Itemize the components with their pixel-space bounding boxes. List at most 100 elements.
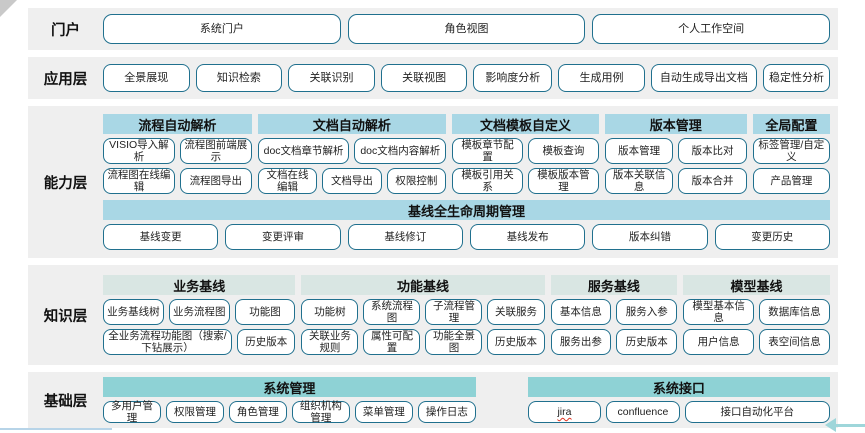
left-arrow-head-icon [825,418,836,432]
portal-button[interactable]: 角色视图 [347,14,586,44]
group-header: 流程自动解析 [103,114,252,134]
knowledge-button[interactable]: 关联服务 [487,299,545,325]
system-interface-button[interactable]: jira [527,401,602,423]
system-mgmt-button[interactable]: 多用户管理 [103,400,161,424]
capability-group-version-mgmt: 版本管理 版本管理版本比对 版本关联信息版本合并 [604,114,747,194]
application-button[interactable]: 稳定性分析 [763,64,831,92]
layer-capability: 能力层 流程自动解析 VISIO导入解析流程图前端展示 流程图在线编辑流程图导出… [28,106,838,258]
group-header: 全局配置 [752,114,831,134]
knowledge-button[interactable]: 子流程管理 [425,299,483,325]
portal-buttons: 系统门户角色视图个人工作空间 [103,14,831,44]
knowledge-group-service-baseline: 服务基线 基本信息服务入参 服务出参历史版本 [550,275,678,355]
portal-button[interactable]: 系统门户 [103,14,341,44]
baseline-button[interactable]: 基线发布 [469,224,586,250]
capability-button[interactable]: 版本比对 [678,138,747,164]
system-mgmt-button[interactable]: 菜单管理 [354,401,413,423]
application-buttons: 全景展现知识检索关联识别关联视图影响度分析生成用例自动生成导出文档稳定性分析 [103,64,831,92]
knowledge-button[interactable]: 表空间信息 [759,329,830,355]
architecture-diagram: 门户 系统门户角色视图个人工作空间 应用层 全景展现知识检索关联识别关联视图影响… [28,8,838,428]
knowledge-button[interactable]: 基本信息 [550,299,612,325]
group-header: 系统接口 [527,377,830,397]
knowledge-group-function-baseline: 功能基线 功能树系统流程图子流程管理关联服务 关联业务规则属性可配置功能全景图历… [301,275,545,355]
capability-button[interactable]: 模板查询 [528,138,599,164]
bottom-left-line-decoration [0,428,112,430]
application-button[interactable]: 知识检索 [195,64,283,92]
system-mgmt-button[interactable]: 角色管理 [228,401,287,423]
application-button[interactable]: 全景展现 [103,64,190,92]
group-header: 服务基线 [550,275,678,295]
system-interface-button[interactable]: 接口自动化平台 [684,401,830,423]
application-button[interactable]: 影响度分析 [473,64,553,92]
system-interface-button[interactable]: confluence [606,401,680,423]
capability-button[interactable]: doc文档章节解析 [257,138,350,164]
left-arrow-decoration [833,424,865,427]
capability-button[interactable]: VISIO导入解析 [103,138,175,164]
system-mgmt-button[interactable]: 权限管理 [165,401,224,423]
group-header: 文档自动解析 [257,114,447,134]
base-group-system-mgmt: 系统管理 多用户管理权限管理角色管理组织机构管理菜单管理操作日志 [103,377,476,424]
baseline-button[interactable]: 基线修订 [347,224,463,250]
baseline-button[interactable]: 变更评审 [225,224,341,250]
capability-button[interactable]: 流程图在线编辑 [103,168,175,194]
capability-button[interactable]: 标签管理/自定义 [752,138,831,164]
base-groups: 系统管理 多用户管理权限管理角色管理组织机构管理菜单管理操作日志 系统接口 ji… [103,377,830,424]
knowledge-button[interactable]: 服务出参 [550,329,612,355]
knowledge-button[interactable]: 历史版本 [616,329,678,355]
knowledge-button[interactable]: 属性可配置 [363,329,421,355]
knowledge-button[interactable]: 用户信息 [683,329,755,355]
portal-button[interactable]: 个人工作空间 [592,14,831,44]
knowledge-button[interactable]: 系统流程图 [363,299,421,325]
knowledge-button[interactable]: 功能树 [301,299,359,325]
baseline-button[interactable]: 版本纠错 [592,224,708,250]
knowledge-button[interactable]: 模型基本信息 [683,299,755,325]
application-button[interactable]: 生成用例 [558,64,645,92]
capability-button[interactable]: 版本合并 [678,168,747,194]
capability-button[interactable]: 模板章节配置 [452,138,523,164]
knowledge-button[interactable]: 功能全景图 [425,329,483,355]
knowledge-button[interactable]: 全业务流程功能图（搜索/下钻展示） [103,329,233,355]
knowledge-button[interactable]: 业务基线树 [103,299,164,325]
application-button[interactable]: 关联识别 [288,64,375,92]
capability-button[interactable]: 流程图导出 [179,168,252,194]
knowledge-button[interactable]: 服务入参 [616,299,678,325]
baseline-button[interactable]: 基线变更 [103,224,219,250]
layer-portal: 门户 系统门户角色视图个人工作空间 [28,8,838,50]
capability-button[interactable]: 模板版本管理 [528,168,599,194]
knowledge-group-business-baseline: 业务基线 业务基线树业务流程图功能图 全业务流程功能图（搜索/下钻展示）历史版本 [103,275,296,355]
capability-button[interactable]: 版本关联信息 [604,168,674,194]
capability-group-doc-template: 文档模板自定义 模板章节配置模板查询 模板引用关系模板版本管理 [452,114,599,194]
knowledge-button[interactable]: 数据库信息 [759,299,830,325]
knowledge-group-model-baseline: 模型基线 模型基本信息数据库信息 用户信息表空间信息 [683,275,830,355]
knowledge-button[interactable]: 历史版本 [487,329,545,355]
capability-button[interactable]: 版本管理 [604,138,674,164]
knowledge-button[interactable]: 关联业务规则 [301,329,359,355]
layer-label-portal: 门户 [51,22,80,39]
application-button[interactable]: 关联视图 [380,64,468,92]
baseline-buttons: 基线变更变更评审基线修订基线发布版本纠错变更历史 [103,224,830,250]
layer-label-application: 应用层 [43,71,88,88]
knowledge-button[interactable]: 业务流程图 [168,299,230,325]
capability-button[interactable]: 权限控制 [386,168,447,194]
layer-label-base: 基础层 [43,393,88,410]
system-mgmt-button[interactable]: 操作日志 [417,401,476,423]
capability-button[interactable]: doc文档内容解析 [354,138,447,164]
application-button[interactable]: 自动生成导出文档 [650,64,758,92]
knowledge-button[interactable]: 功能图 [234,299,296,325]
knowledge-button[interactable]: 历史版本 [237,329,296,355]
capability-button[interactable]: 模板引用关系 [452,168,523,194]
baseline-lifecycle-band: 基线全生命周期管理 [103,200,830,220]
capability-button[interactable]: 流程图前端展示 [179,138,252,164]
capability-button[interactable]: 文档在线编辑 [257,168,318,194]
capability-group-global-config: 全局配置 标签管理/自定义 产品管理 [752,114,831,194]
capability-button[interactable]: 文档导出 [322,168,382,194]
layer-label-knowledge: 知识层 [43,308,88,325]
layer-application: 应用层 全景展现知识检索关联识别关联视图影响度分析生成用例自动生成导出文档稳定性… [28,57,838,99]
capability-group-process-parsing: 流程自动解析 VISIO导入解析流程图前端展示 流程图在线编辑流程图导出 [103,114,252,194]
group-header: 功能基线 [301,275,545,295]
system-mgmt-button[interactable]: 组织机构管理 [291,400,350,424]
capability-button[interactable]: 产品管理 [752,168,831,194]
baseline-button[interactable]: 变更历史 [714,224,830,250]
layer-base: 基础层 系统管理 多用户管理权限管理角色管理组织机构管理菜单管理操作日志 系统接… [28,372,838,428]
